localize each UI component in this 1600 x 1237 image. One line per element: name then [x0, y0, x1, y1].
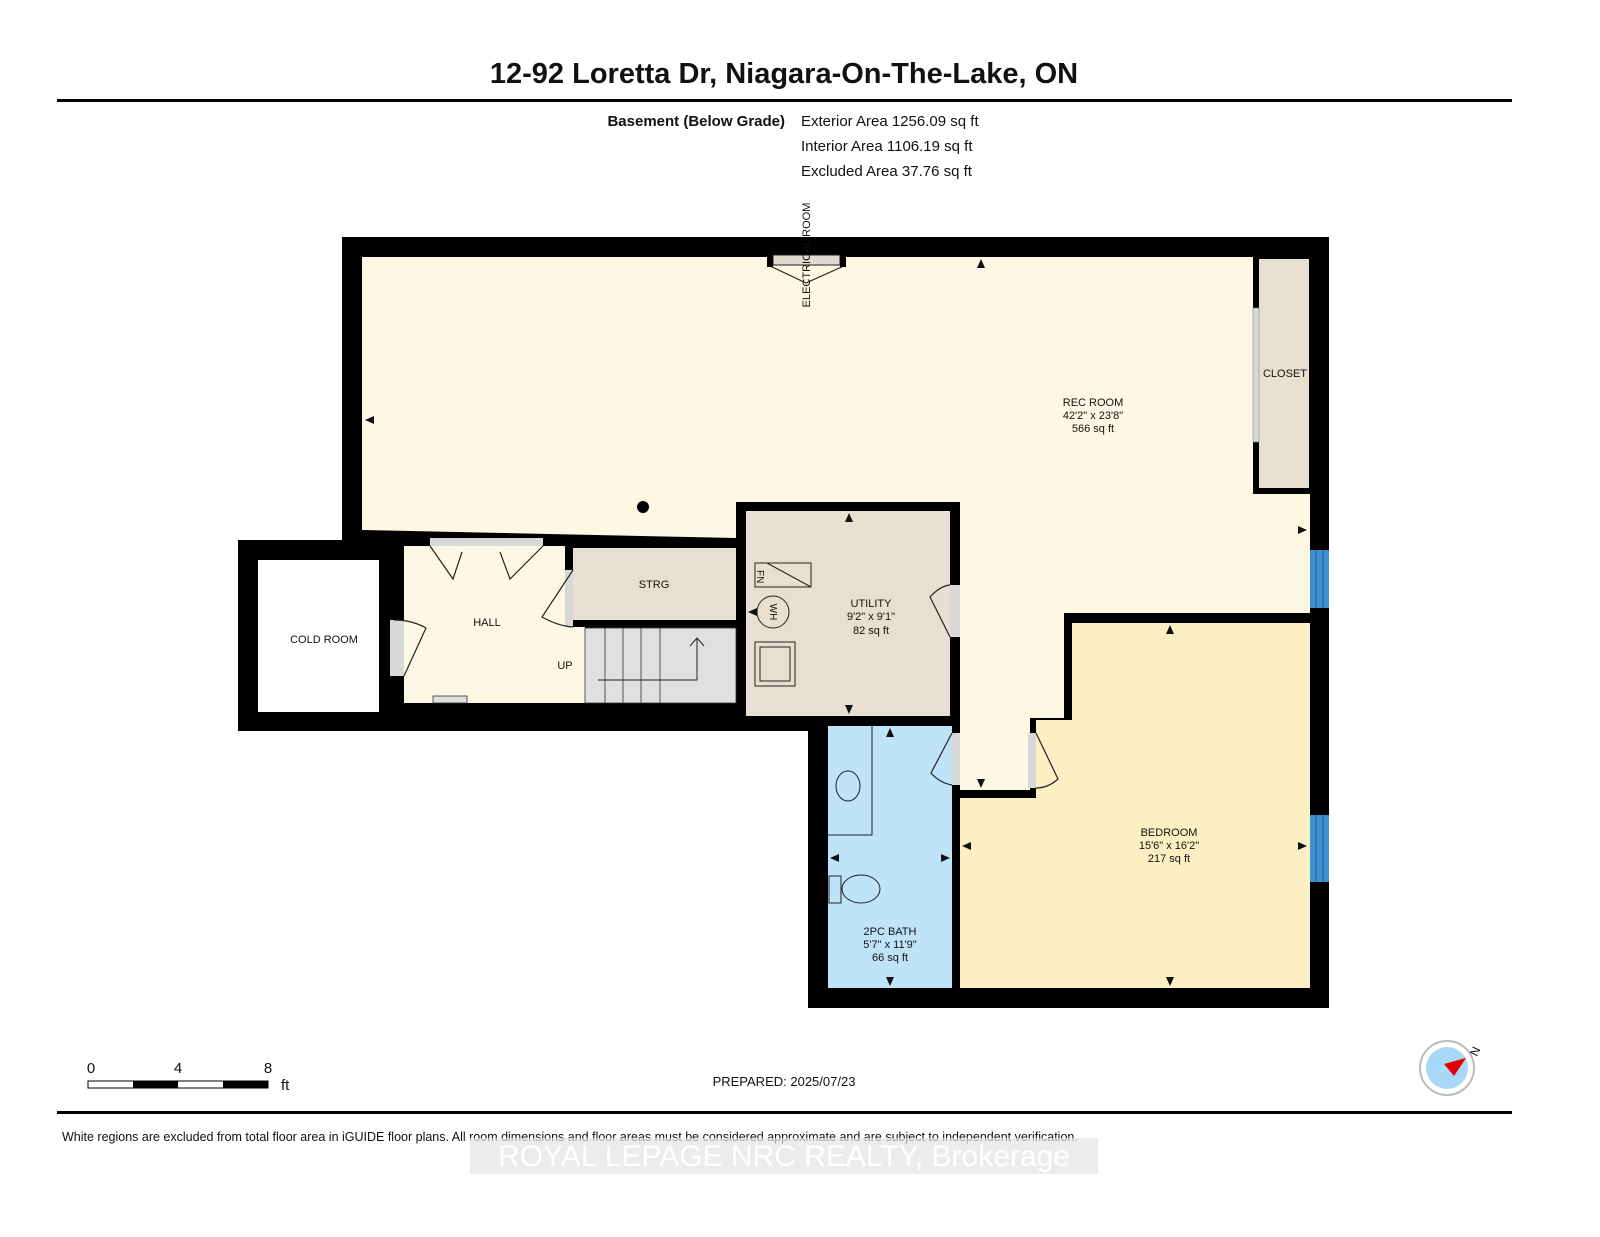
furnace — [754, 562, 812, 588]
bath-area-label: 66 sq ft — [872, 952, 908, 964]
utility-area — [746, 511, 950, 716]
scale-unit: ft — [281, 1077, 290, 1094]
footer-divider — [57, 1111, 1512, 1114]
utility-dims: 9'2" x 9'1" — [847, 611, 895, 623]
door-swing — [930, 732, 953, 786]
furnace-label: FN — [754, 570, 765, 583]
toilet-icon — [841, 874, 881, 904]
closet-name: CLOSET — [1263, 368, 1307, 380]
bath-dims: 5'7" x 11'9" — [863, 939, 916, 951]
rec-room-area-label: 566 sq ft — [1072, 423, 1114, 435]
rec-room-name: REC ROOM — [1063, 397, 1124, 409]
support-column — [637, 501, 649, 513]
watermark-bg — [470, 1138, 1098, 1174]
bedroom-dims: 15'6" x 16'2" — [1139, 840, 1199, 852]
hall-vent — [432, 695, 468, 704]
stairs[interactable] — [584, 627, 737, 704]
bedroom-door[interactable] — [1028, 733, 1036, 788]
cold-room-name: COLD ROOM — [290, 634, 358, 646]
door-swing — [393, 619, 427, 677]
utility-name: UTILITY — [851, 598, 893, 610]
scale-tick-0: 0 — [87, 1060, 95, 1077]
stair-treads — [604, 628, 661, 703]
interior-area: Interior Area 1106.19 sq ft — [801, 138, 973, 155]
floor-level-label: Basement (Below Grade) — [607, 113, 785, 130]
electrical-room-name: ELECTRICAL ROOM — [801, 203, 813, 308]
bath-name: 2PC BATH — [864, 926, 917, 938]
electrical-room-door[interactable] — [767, 264, 847, 284]
watermark: ROYAL LEPAGE NRC REALTY, Brokerage — [498, 1140, 1070, 1173]
hall-area — [404, 546, 585, 703]
cold-room-area — [258, 560, 379, 712]
bedroom-name: BEDROOM — [1141, 827, 1198, 839]
scale-tick-8: 8 — [264, 1060, 272, 1077]
compass-icon: N — [1419, 1040, 1483, 1096]
rec-room-dims: 42'2" x 23'8" — [1063, 410, 1123, 422]
storage-area — [573, 548, 736, 620]
prepared-date: PREPARED: 2025/07/23 — [713, 1074, 856, 1089]
utility-sink-icon — [754, 641, 796, 687]
exterior-area: Exterior Area 1256.09 sq ft — [801, 113, 979, 130]
cold-room-door[interactable] — [390, 620, 404, 676]
bath-door[interactable] — [952, 733, 960, 785]
wall-stub — [767, 257, 773, 267]
stairs-label: UP — [557, 660, 572, 672]
header-divider — [57, 99, 1512, 102]
storage-door[interactable] — [565, 570, 573, 627]
door-swing — [1035, 732, 1059, 789]
closet-door[interactable] — [1252, 307, 1260, 443]
storage-name: STRG — [639, 579, 670, 591]
window — [1310, 550, 1329, 608]
toilet-tank — [828, 875, 842, 904]
door-swing — [429, 545, 544, 581]
stairs-up-arrow-icon — [598, 637, 705, 681]
door-swing — [929, 584, 951, 638]
utility-door[interactable] — [950, 585, 960, 637]
bath-area — [828, 726, 952, 988]
dimension-arrows — [365, 259, 1307, 986]
bedroom-area — [960, 623, 1310, 988]
sink-basin — [759, 646, 791, 682]
excluded-area: Excluded Area 37.76 sq ft — [801, 163, 973, 180]
scale-tick-4: 4 — [174, 1060, 182, 1077]
bedroom-area-label: 217 sq ft — [1148, 853, 1190, 865]
rec-room-area — [362, 257, 1310, 790]
window — [1310, 815, 1329, 882]
page-title: 12-92 Loretta Dr, Niagara-On-The-Lake, O… — [490, 58, 1078, 90]
hall-name: HALL — [473, 617, 501, 629]
furnace-diagonal — [766, 562, 812, 588]
utility-area-label: 82 sq ft — [853, 625, 889, 637]
wall-stub — [840, 257, 846, 267]
vanity — [828, 726, 873, 836]
door-swing — [541, 569, 574, 628]
hall-double-door[interactable] — [430, 538, 543, 546]
water-heater-label: WH — [767, 604, 778, 621]
closet-area — [1259, 259, 1309, 488]
scale-bar: 0 4 8 ft — [87, 1060, 290, 1094]
bath-sink-icon — [835, 770, 861, 802]
